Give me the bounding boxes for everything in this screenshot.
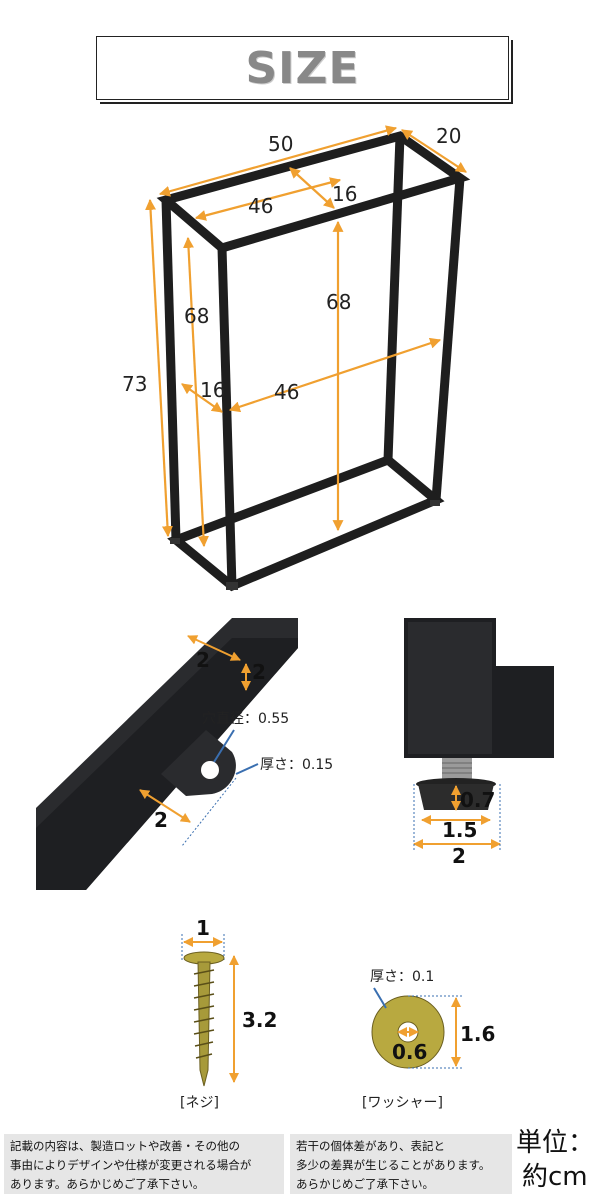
- dim-depth-top: 20: [436, 124, 462, 148]
- unit-value: 約cm: [522, 1162, 588, 1192]
- dim-height-total: 73: [122, 372, 148, 396]
- pipe-thickness-label: 厚さ：0.15: [260, 757, 334, 773]
- notice-left-line: 事由によりデザインや仕様が変更される場合が: [10, 1158, 252, 1172]
- hole-diameter-label: 穴直径：0.55: [202, 711, 290, 727]
- notice-right-line: 多少の差異が生じることがあります。: [296, 1158, 491, 1172]
- notice-left: 記載の内容は、製造ロットや改善・その他の 事由によりデザインや仕様が変更される場…: [4, 1134, 284, 1194]
- dim-inner-height-left: 68: [184, 304, 210, 328]
- tab-width-label: 2: [154, 808, 168, 832]
- dim-inner-depth-bottom: 16: [200, 378, 226, 402]
- page-title: SIZE: [245, 43, 360, 94]
- title-box-shadow: [100, 40, 513, 104]
- foot-detail-photo: [404, 618, 554, 858]
- notice-left-line: あります。あらかじめご了承下さい。: [10, 1177, 205, 1191]
- notice-right-line: あらかじめご了承下さい。: [296, 1177, 434, 1191]
- washer-drawing: [371, 987, 464, 1069]
- unit-label: 単位：: [516, 1128, 595, 1158]
- dim-inner-width-top: 46: [248, 194, 274, 218]
- notice-right-line: 若干の個体差があり、表記と: [296, 1139, 446, 1153]
- screw-length-label: 3.2: [242, 1008, 278, 1032]
- foot-inner-label: 1.5: [442, 818, 478, 842]
- washer-thickness-label: 厚さ：0.1: [370, 969, 435, 985]
- foot-height-label: 0.7: [460, 788, 496, 812]
- foot-outer-label: 2: [452, 844, 466, 868]
- pipe-width-label: 2: [196, 648, 210, 672]
- washer-inner-label: 0.6: [392, 1040, 428, 1064]
- screw-caption: [ネジ]: [180, 1095, 219, 1111]
- washer-outer-label: 1.6: [460, 1022, 496, 1046]
- dim-inner-depth-top: 16: [332, 182, 358, 206]
- title-box: SIZE: [96, 36, 513, 104]
- dim-inner-height-center: 68: [326, 290, 352, 314]
- washer-caption: [ワッシャー]: [362, 1095, 443, 1111]
- pipe-height-label: 2: [252, 660, 266, 684]
- screw-head-label: 1: [196, 916, 210, 940]
- frame-diagram: [145, 125, 471, 592]
- frame-structure: [156, 131, 471, 592]
- pipe-detail-photo: [36, 618, 298, 890]
- dim-inner-width-bottom: 46: [274, 380, 300, 404]
- notice-right: 若干の個体差があり、表記と 多少の差異が生じることがあります。 あらかじめご了承…: [290, 1134, 512, 1194]
- notice-left-line: 記載の内容は、製造ロットや改善・その他の: [10, 1139, 240, 1153]
- screw-drawing: [181, 934, 239, 1087]
- dim-width-top: 50: [268, 132, 294, 156]
